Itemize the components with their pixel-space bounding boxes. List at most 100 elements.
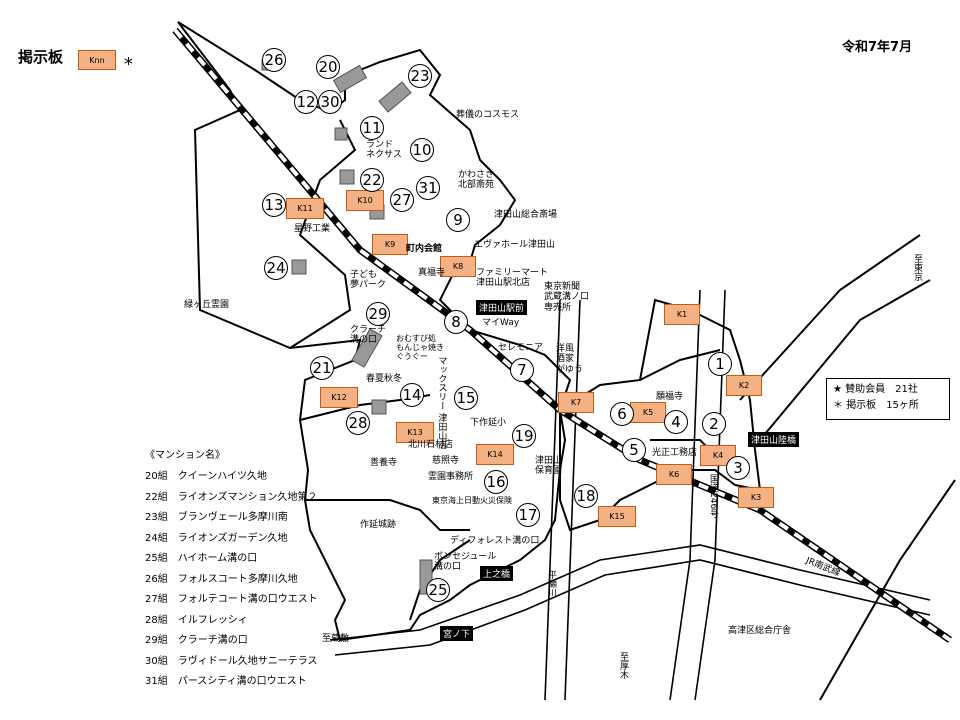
board-K12: K12 — [320, 387, 358, 408]
block-22: 22 — [360, 168, 384, 192]
block-10: 10 — [410, 138, 434, 162]
label-to-tokyo: 至東京 — [912, 254, 922, 281]
board-K14: K14 — [476, 444, 514, 465]
board-K13: K13 — [396, 422, 434, 443]
label-kaminohashi: 上之橋 — [480, 566, 514, 581]
board-K2: K2 — [726, 375, 762, 396]
block-29: 29 — [366, 302, 390, 326]
board-K7: K7 — [558, 392, 594, 413]
label-tsudayama-hall: 津田山総合斎場 — [494, 210, 558, 220]
label-makusu: マックスリー 津田山店 — [436, 356, 447, 449]
block-20: 20 — [316, 55, 340, 79]
label-tokyo-shinbun: 東京新聞武蔵溝ノ口専売所 — [544, 282, 590, 313]
board-K5: K5 — [630, 402, 666, 423]
heiyo-road — [544, 299, 561, 701]
mansion-row: 25組 ハイホーム溝の口 — [145, 553, 258, 564]
label-diforest: ディフォレスト溝の口 — [450, 536, 540, 546]
block-11: 11 — [360, 116, 384, 140]
road-to-tokyo-2 — [759, 279, 931, 441]
block-14: 14 — [400, 383, 424, 407]
page-title: 掲示板 — [18, 48, 64, 66]
label-tsudayama-bridge: 津田山陸橋 — [748, 432, 800, 447]
building-28 — [371, 399, 387, 415]
block-24: 24 — [264, 256, 288, 280]
label-ryokugaoka: 緑ヶ丘霊園 — [184, 300, 230, 310]
block-21: 21 — [310, 356, 334, 380]
block-16: 16 — [484, 470, 508, 494]
label-bonsejour: ボンセジュール溝の口 — [434, 552, 497, 573]
road-lower — [329, 544, 931, 641]
building-24 — [291, 259, 307, 275]
board-K10: K10 — [346, 190, 384, 211]
board-K9: K9 — [372, 234, 408, 255]
board-K1: K1 — [664, 304, 700, 325]
label-miyanoshita: 宮ノ下 — [440, 626, 474, 641]
date-label: 令和7年7月 — [842, 40, 913, 55]
board-K3: K3 — [738, 487, 774, 508]
block-2: 2 — [702, 412, 726, 436]
mansion-list-heading: 《マンション名》 — [145, 450, 225, 461]
route-246-b — [694, 289, 726, 701]
block-17: 17 — [516, 503, 540, 527]
label-yumepark: 子ども夢パーク — [350, 270, 387, 291]
mansion-row: 27組 フォルテコート溝の口ウエスト — [145, 594, 318, 605]
label-shinpuku: 真福寺 — [418, 268, 446, 278]
label-tsudayama-station: 津田山駅前 — [476, 300, 528, 315]
building-22 — [339, 169, 355, 185]
label-yofu-gayu: 洋風酒家がゆう — [556, 344, 584, 375]
block-4: 4 — [664, 410, 688, 434]
mansion-row: 28組 イルフレッシィ — [145, 614, 248, 626]
boundary-inner-a — [289, 119, 357, 349]
route-246 — [669, 289, 701, 701]
label-shimosakuen: 下作延小 — [470, 418, 507, 428]
mansion-row: 29組 クラーチ溝の口 — [145, 635, 248, 646]
label-takatsu-office: 高津区総合庁舎 — [728, 626, 792, 636]
label-myway: マイWay — [482, 318, 520, 328]
label-sakuen-joseki: 作延城跡 — [360, 520, 397, 530]
block-25: 25 — [426, 578, 450, 602]
label-to-atsugi: 至厚木 — [618, 652, 628, 679]
label-chonaikaikan: 町内会館 — [406, 244, 443, 254]
label-jishoji: 慈照寺 — [432, 456, 460, 466]
block-8: 8 — [444, 310, 468, 334]
building-23 — [378, 81, 412, 113]
mansion-row: 24組 ライオンズガーデン久地 — [145, 532, 288, 544]
block-19: 19 — [512, 424, 536, 448]
label-kitagawa: 北川石材店 — [408, 440, 454, 450]
board-K8: K8 — [440, 256, 476, 277]
block-1: 1 — [708, 352, 732, 376]
block-12: 12 — [294, 90, 318, 114]
block-18: 18 — [574, 484, 598, 508]
label-hoshino: 星野工業 — [294, 224, 331, 234]
block-26: 26 — [262, 48, 286, 72]
label-route246: 国道246号 — [708, 474, 718, 519]
label-heiyo: 平瀬川 — [546, 570, 556, 597]
building-29 — [351, 328, 383, 368]
mansion-row: 22組 ライオンズマンション久地第２ — [145, 491, 318, 503]
block-9: 9 — [446, 208, 470, 232]
board-key-box: Knn — [78, 50, 116, 70]
block-28: 28 — [346, 411, 370, 435]
label-to-kuranashi: 至蔵敷 — [322, 634, 350, 644]
block-6: 6 — [610, 402, 634, 426]
mansion-row: 26組 フォルスコート多摩川久地 — [145, 573, 298, 585]
label-shunka: 春夏秋冬 — [366, 374, 403, 384]
board-K6: K6 — [656, 464, 692, 485]
legend: ★ 賛助会員 21社 ＊ 掲示板 15ヶ所 — [826, 378, 950, 420]
label-zennoji: 善養寺 — [370, 458, 398, 468]
building-20 — [332, 64, 368, 94]
road-lower-b — [334, 559, 931, 656]
mansion-row: 30組 ラヴィドール久地サニーテラス — [145, 655, 318, 667]
label-kawasaki-saien: かわさき北部斎苑 — [458, 170, 495, 191]
label-ceremonia: セレモニア — [498, 343, 544, 353]
legend-row-boards: ＊ 掲示板 15ヶ所 — [833, 400, 919, 411]
block-5: 5 — [622, 438, 646, 462]
mansion-row: 23組 ブランヴェール多摩川南 — [145, 512, 288, 523]
label-evahall: エヴァホール津田山 — [474, 240, 556, 250]
board-K11: K11 — [286, 198, 324, 219]
boundary-inner-c — [305, 499, 470, 531]
label-reien-jimusho: 霊園事務所 — [428, 472, 474, 482]
label-tokyokaijo: 東京海上日動火災保険 — [432, 496, 512, 505]
mansion-row: 20組 クイーンハイツ久地 — [145, 471, 268, 482]
